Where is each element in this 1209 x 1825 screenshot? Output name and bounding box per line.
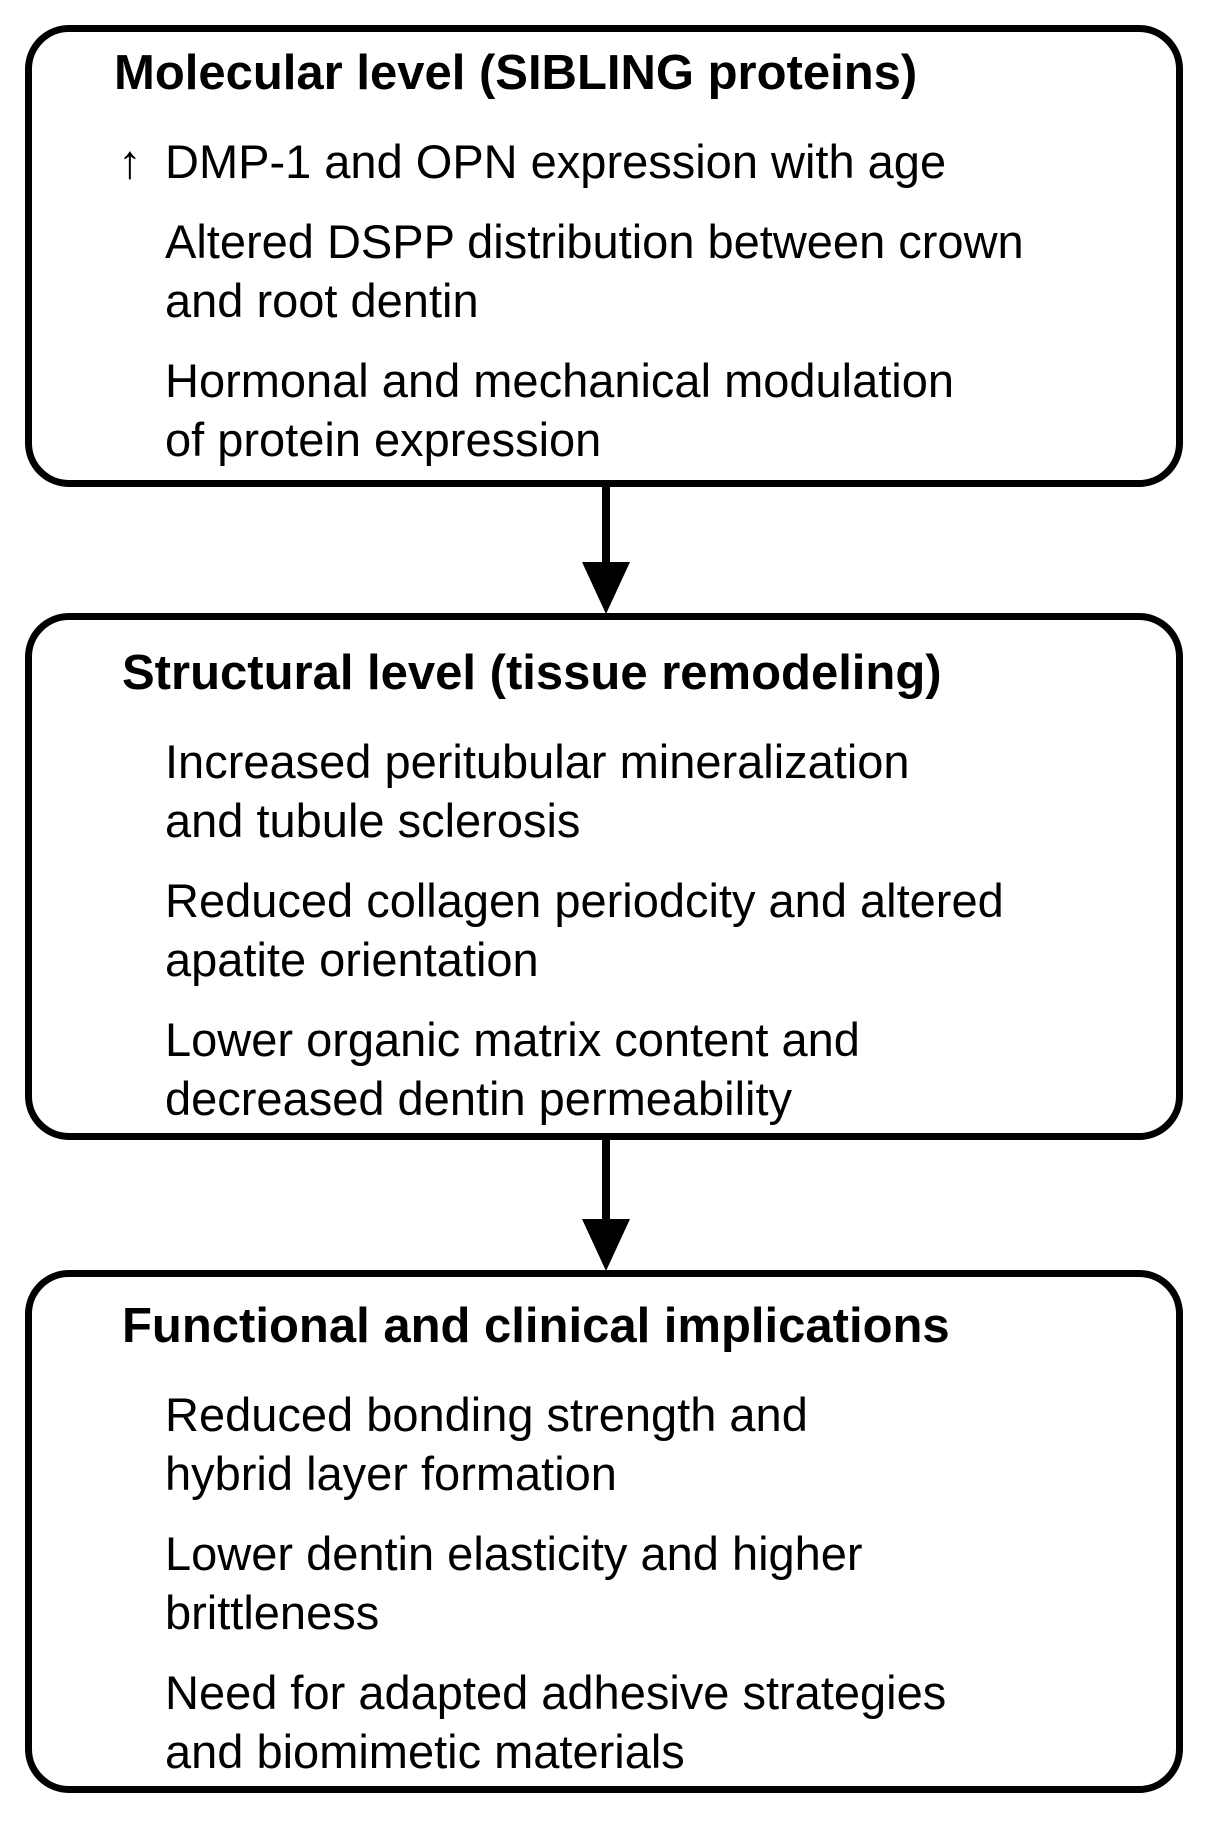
list-item: Lower organic matrix content and decrease… [165,1010,1152,1128]
flow-arrow-down-2 [582,1140,630,1271]
list-item: Hormonal and mechanical modulation of pro… [165,351,1152,469]
box-items: Reduced bonding strength and hybrid layer… [165,1385,1152,1781]
list-item: Need for adapted adhesive strategies and … [165,1663,1152,1781]
box-items: Increased peritubular mineralization and … [165,732,1152,1128]
item-text-line: hybrid layer formation [165,1447,617,1500]
arrow-stem [602,1140,610,1222]
item-text-line: and biomimetic materials [165,1725,685,1778]
item-text-line: Hormonal and mechanical modulation [165,354,954,407]
item-text-line: Increased peritubular mineralization [165,735,910,788]
list-item: ↑ DMP-1 and OPN expression with age [118,132,1152,191]
item-text-line: decreased dentin permeability [165,1072,793,1125]
item-text-line: apatite orientation [165,933,539,986]
item-text-line: of protein expression [165,413,602,466]
list-item: Reduced collagen periodcity and altered a… [165,871,1152,989]
up-arrow-icon: ↑ [118,135,142,188]
arrow-head-icon [582,1219,630,1271]
item-text-line: Need for adapted adhesive strategies [165,1666,947,1719]
item-text-line: Reduced collagen periodcity and altered [165,874,1004,927]
item-text-line: Lower organic matrix content and [165,1013,860,1066]
list-item: Increased peritubular mineralization and … [165,732,1152,850]
item-text-line: and tubule sclerosis [165,794,581,847]
item-text-line: DMP-1 and OPN expression with age [165,135,947,188]
flow-arrow-down-1 [582,487,630,614]
list-item: Reduced bonding strength and hybrid layer… [165,1385,1152,1503]
item-text-line: brittleness [165,1586,380,1639]
arrow-stem [602,487,610,565]
item-text-line: and root dentin [165,274,479,327]
box-structural-level: Structural level (tissue remodeling) Incr… [25,613,1183,1140]
item-text-line: Altered DSPP distribution between crown [165,215,1024,268]
box-title: Functional and clinical implications [122,1299,950,1353]
box-molecular-level: Molecular level (SIBLING proteins) ↑ DMP-1… [25,25,1183,487]
item-text-line: Lower dentin elasticity and higher [165,1527,863,1580]
list-item: Altered DSPP distribution between crown a… [165,212,1152,330]
arrow-head-icon [582,562,630,614]
box-title: Structural level (tissue remodeling) [122,646,942,700]
box-title: Molecular level (SIBLING proteins) [114,46,918,100]
list-item: Lower dentin elasticity and higher brittl… [165,1524,1152,1642]
item-text-line: Reduced bonding strength and [165,1388,808,1441]
